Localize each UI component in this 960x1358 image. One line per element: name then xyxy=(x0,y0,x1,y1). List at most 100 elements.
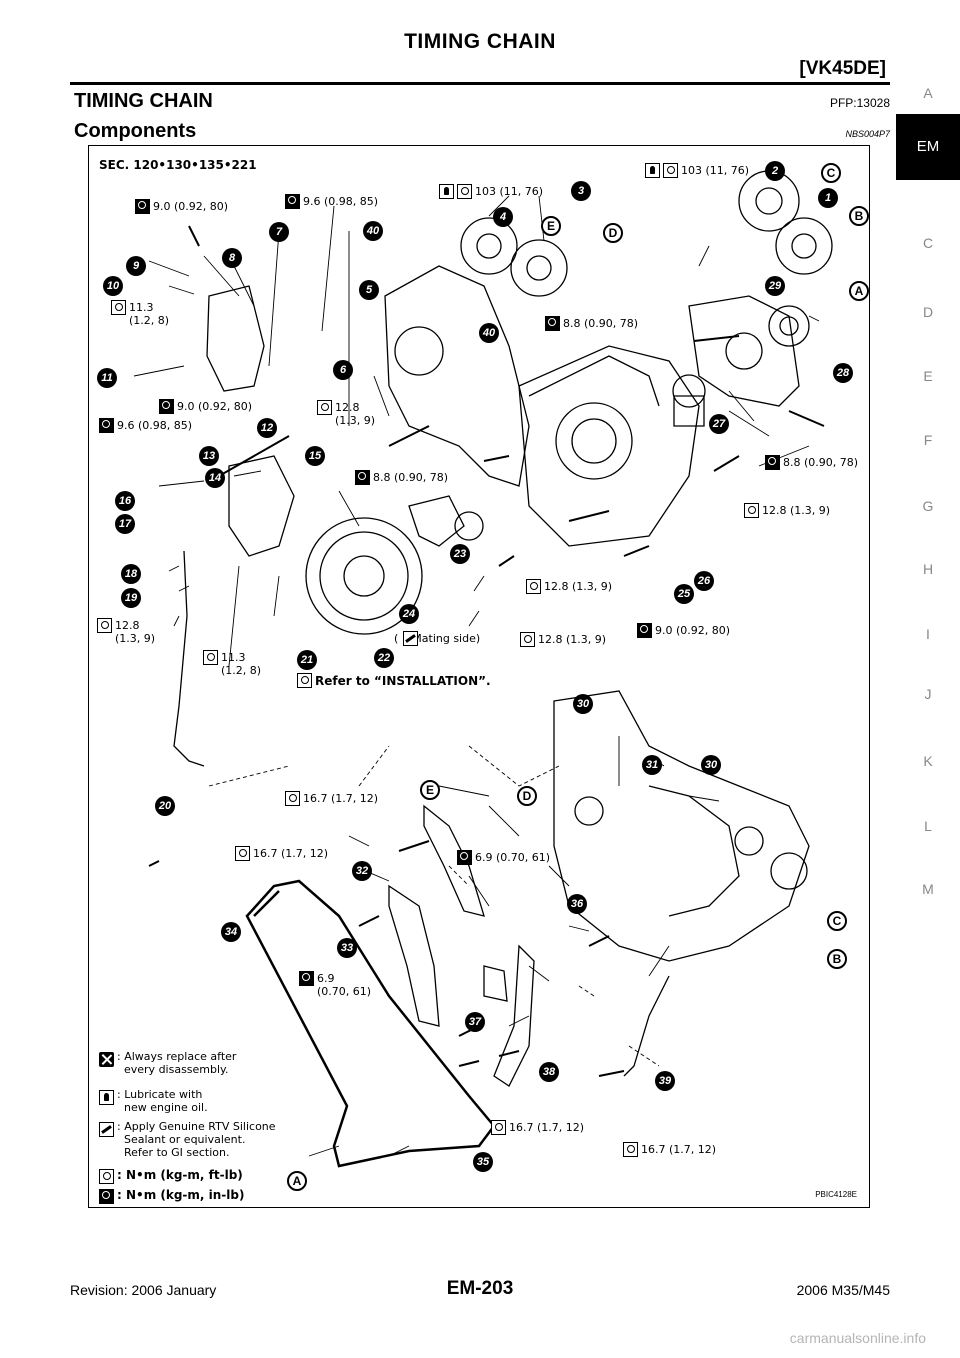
torque-in-lb-icon xyxy=(637,623,652,638)
torque-label: 12.8 (1.3, 9) xyxy=(115,619,156,645)
part-callout: 40 xyxy=(363,221,383,241)
legend-lubricate: : Lubricate with new engine oil. xyxy=(117,1088,208,1114)
tab-d[interactable]: D xyxy=(922,304,934,320)
torque-ft-lb-icon xyxy=(457,184,472,199)
tab-g[interactable]: G xyxy=(922,498,934,514)
tab-j[interactable]: J xyxy=(924,686,932,702)
tab-k[interactable]: K xyxy=(923,753,933,769)
legend-in-lb: : N•m (kg-m, in-lb) xyxy=(117,1188,245,1202)
part-callout: 14 xyxy=(205,468,225,488)
tab-em[interactable]: EM xyxy=(896,114,960,180)
section-code: PFP:13028 xyxy=(829,96,890,110)
torque-label: 9.0 (0.92, 80) xyxy=(177,400,253,413)
watermark-text: carmanualsonline.info xyxy=(789,1330,926,1346)
part-callout: 17 xyxy=(115,514,135,534)
lubricate-icon xyxy=(645,163,660,178)
torque-label: 16.7 (1.7, 12) xyxy=(253,847,329,860)
torque-ft-lb-icon xyxy=(744,503,759,518)
part-callout: 6 xyxy=(333,360,353,380)
part-callout: 21 xyxy=(297,650,317,670)
part-callout: 39 xyxy=(655,1071,675,1091)
subsection-code: NBS004P7 xyxy=(845,129,890,139)
engine-model-label: [VK45DE] xyxy=(799,58,886,79)
reference-letter: D xyxy=(603,223,623,243)
tab-i[interactable]: I xyxy=(926,626,930,642)
part-callout: 7 xyxy=(269,222,289,242)
torque-ft-lb-icon xyxy=(526,579,541,594)
tab-l[interactable]: L xyxy=(924,818,932,834)
part-callout: 8 xyxy=(222,248,242,268)
torque-in-lb-icon xyxy=(99,1189,114,1204)
reference-letter: D xyxy=(517,786,537,806)
torque-label: 6.9 (0.70, 61) xyxy=(317,972,372,998)
torque-in-lb-icon xyxy=(765,455,780,470)
torque-ft-lb-icon xyxy=(111,300,126,315)
reference-letter: E xyxy=(541,216,561,236)
part-callout: 37 xyxy=(465,1012,485,1032)
part-callout: 18 xyxy=(121,564,141,584)
part-callout: 3 xyxy=(571,181,591,201)
tab-f[interactable]: F xyxy=(923,432,933,448)
page-header-title: TIMING CHAIN xyxy=(404,30,556,53)
torque-label: 9.6 (0.98, 85) xyxy=(303,195,379,208)
vehicle-model: 2006 M35/M45 xyxy=(796,1282,890,1298)
legend-replace: : Always replace after every disassembly… xyxy=(117,1050,237,1076)
torque-ft-lb-icon xyxy=(97,618,112,633)
part-callout: 24 xyxy=(399,604,419,624)
page-number: EM-203 xyxy=(446,1278,514,1299)
reference-letter: A xyxy=(849,281,869,301)
part-callout: 26 xyxy=(694,571,714,591)
torque-ft-lb-icon xyxy=(520,632,535,647)
torque-label: 12.8 (1.3, 9) xyxy=(762,504,831,517)
torque-label: 9.0 (0.92, 80) xyxy=(153,200,229,213)
legend-sealant: : Apply Genuine RTV Silicone Sealant or … xyxy=(117,1120,276,1159)
header-rule xyxy=(70,82,890,85)
sealant-icon xyxy=(99,1122,114,1137)
reference-letter: B xyxy=(849,206,869,226)
torque-in-lb-icon xyxy=(135,199,150,214)
tab-m[interactable]: M xyxy=(922,881,934,897)
tab-e[interactable]: E xyxy=(923,368,933,384)
tab-a[interactable]: A xyxy=(923,85,933,101)
torque-ft-lb-icon xyxy=(317,400,332,415)
torque-ft-lb-icon xyxy=(235,846,250,861)
lubricate-icon xyxy=(439,184,454,199)
part-callout: 20 xyxy=(155,796,175,816)
part-callout: 16 xyxy=(115,491,135,511)
always-replace-icon xyxy=(99,1052,114,1067)
tab-c[interactable]: C xyxy=(922,235,934,251)
part-callout: 28 xyxy=(833,363,853,383)
torque-ft-lb-icon xyxy=(285,791,300,806)
torque-label: 8.8 (0.90, 78) xyxy=(563,317,639,330)
part-callout: 31 xyxy=(642,755,662,775)
section-reference: SEC. 120•130•135•221 xyxy=(99,158,257,172)
part-callout: 34 xyxy=(221,922,241,942)
tab-h[interactable]: H xyxy=(922,561,934,577)
torque-in-lb-icon xyxy=(99,418,114,433)
torque-label: 12.8 (1.3, 9) xyxy=(544,580,613,593)
reference-letter: A xyxy=(287,1171,307,1191)
part-callout: 4 xyxy=(493,207,513,227)
part-callout: 15 xyxy=(305,446,325,466)
mating-side-note: ( Mating side) xyxy=(394,632,481,645)
subsection-title: Components xyxy=(74,120,197,142)
section-title: TIMING CHAIN xyxy=(74,90,213,112)
part-callout: 10 xyxy=(103,276,123,296)
sealant-icon xyxy=(403,631,418,646)
part-callout: 25 xyxy=(674,584,694,604)
part-callout: 35 xyxy=(473,1152,493,1172)
torque-ft-lb-icon xyxy=(663,163,678,178)
reference-letter: C xyxy=(821,163,841,183)
torque-label: 16.7 (1.7, 12) xyxy=(509,1121,585,1134)
part-callout: 27 xyxy=(709,414,729,434)
torque-label: 103 (11, 76) xyxy=(681,164,750,177)
torque-label: 8.8 (0.90, 78) xyxy=(373,471,449,484)
figure-code: PBIC4128E xyxy=(815,1190,857,1199)
torque-label: 11.3 (1.2, 8) xyxy=(129,301,170,327)
torque-in-lb-icon xyxy=(285,194,300,209)
torque-label: 8.8 (0.90, 78) xyxy=(783,456,859,469)
torque-label: 16.7 (1.7, 12) xyxy=(303,792,379,805)
part-callout: 2 xyxy=(765,161,785,181)
reference-letter: C xyxy=(827,911,847,931)
torque-in-lb-icon xyxy=(457,850,472,865)
